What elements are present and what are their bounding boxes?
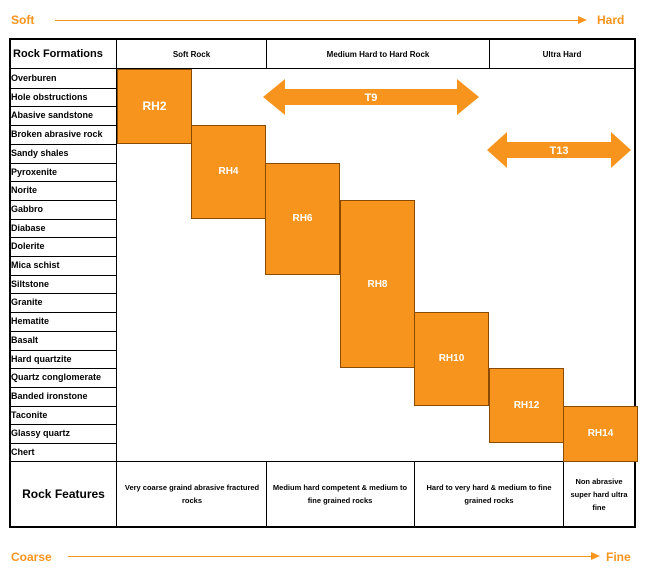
feature-medium: Medium hard competent & medium to fine g…	[272, 483, 408, 505]
grade-label: RH4	[218, 166, 239, 178]
row-divider	[9, 293, 117, 295]
grade-block-rh6: RH6	[265, 162, 340, 275]
grade-label: RH14	[587, 428, 614, 440]
rock-column-divider	[116, 38, 117, 528]
rock-row-label: Hard quartzite	[11, 353, 72, 364]
coarse-fine-arrowhead-icon	[591, 552, 600, 560]
grade-block-rh8: RH8	[340, 199, 415, 369]
row-divider	[9, 237, 117, 239]
row-divider	[9, 106, 117, 108]
grade-block-rh4: RH4	[191, 125, 266, 219]
grade-label: RH8	[367, 278, 388, 290]
grade-block-rh14: RH14	[563, 405, 638, 462]
row-divider	[9, 274, 117, 276]
rock-row-label: Glassy quartz	[11, 428, 71, 439]
rock-row-label: Sandy shales	[11, 147, 69, 158]
rock-row-label: Chert	[11, 447, 35, 457]
row-divider	[9, 87, 117, 89]
rock-row-label: Hematite	[11, 316, 50, 327]
grade-label: RH6	[292, 213, 313, 225]
rock-row-label: Gabbro	[11, 203, 44, 214]
rock-row-label: Siltstone	[11, 278, 50, 289]
header-medium-hard: Medium Hard to Hard Rock	[326, 49, 430, 59]
rock-row-label: Overburen	[11, 73, 57, 83]
t9-label: T9	[365, 92, 378, 104]
feature-ultra: Non abrasive super hard ultra fine	[570, 476, 628, 512]
feature-divider-2	[414, 461, 415, 527]
coarse-label: Coarse	[11, 550, 52, 564]
feature-hard: Hard to very hard & medium to fine grain…	[426, 483, 552, 505]
soft-hard-arrow-line	[55, 20, 580, 21]
coarse-fine-arrow-line	[68, 556, 593, 557]
table-border-bottom	[9, 526, 636, 528]
rock-row-label: Diabase	[11, 222, 46, 233]
header-soft-rock: Soft Rock	[172, 49, 211, 59]
row-divider	[9, 368, 117, 370]
row-divider	[9, 443, 117, 444]
row-divider	[9, 143, 117, 145]
features-divider	[9, 461, 636, 462]
rock-row-label: Banded ironstone	[11, 390, 88, 401]
soft-label: Soft	[11, 13, 35, 27]
row-divider	[9, 218, 117, 220]
rock-row-label: Basalt	[11, 334, 39, 345]
row-divider	[9, 199, 117, 201]
row-divider	[9, 181, 117, 183]
rock-row-label: Hole obstructions	[11, 91, 88, 102]
feature-divider-1	[266, 461, 267, 527]
row-divider	[9, 125, 117, 127]
table-border-left	[9, 38, 11, 528]
grade-label: RH12	[513, 400, 540, 412]
rock-row-label: Quartz conglomerate	[11, 372, 102, 383]
t13-range-arrow: T13	[487, 132, 631, 168]
rock-row-label: Abasive sandstone	[11, 110, 94, 121]
t13-label: T13	[550, 145, 569, 157]
soft-hard-arrowhead-icon	[578, 16, 587, 24]
row-divider	[9, 349, 117, 351]
table-border-top	[9, 38, 636, 40]
rock-row-label: Broken abrasive rock	[11, 129, 103, 140]
grade-label: RH2	[142, 99, 167, 114]
row-divider	[9, 424, 117, 426]
rock-row-label: Pyroxenite	[11, 166, 58, 177]
grade-label: RH10	[438, 353, 465, 365]
row-divider	[9, 405, 117, 407]
hard-label: Hard	[597, 13, 625, 27]
grade-block-rh12: RH12	[489, 368, 564, 443]
row-divider	[9, 330, 117, 332]
feature-divider-3	[563, 461, 564, 527]
row-divider	[9, 256, 117, 257]
rock-row-label: Taconite	[11, 409, 48, 420]
rock-row-label: Dolerite	[11, 241, 45, 252]
row-divider	[9, 312, 117, 314]
row-divider	[9, 162, 117, 164]
header-divider	[9, 68, 636, 69]
rock-row-label: Norite	[11, 185, 38, 196]
feature-soft: Very coarse graind abrasive fractured ro…	[124, 483, 260, 505]
header-rock-formations: Rock Formations	[13, 48, 103, 60]
row-divider	[9, 386, 117, 388]
rock-features-label: Rock Features	[22, 486, 105, 501]
fine-label: Fine	[606, 550, 631, 564]
header-ultra-hard: Ultra Hard	[542, 49, 582, 59]
grade-block-rh10: RH10	[414, 312, 489, 406]
header-divider-2	[489, 38, 490, 69]
rock-row-label: Granite	[11, 297, 43, 308]
grade-block-rh2: RH2	[117, 69, 192, 144]
header-divider-1	[266, 38, 267, 69]
table-border-right	[634, 38, 636, 528]
t9-range-arrow: T9	[263, 79, 479, 115]
rock-row-label: Mica schist	[11, 260, 60, 270]
